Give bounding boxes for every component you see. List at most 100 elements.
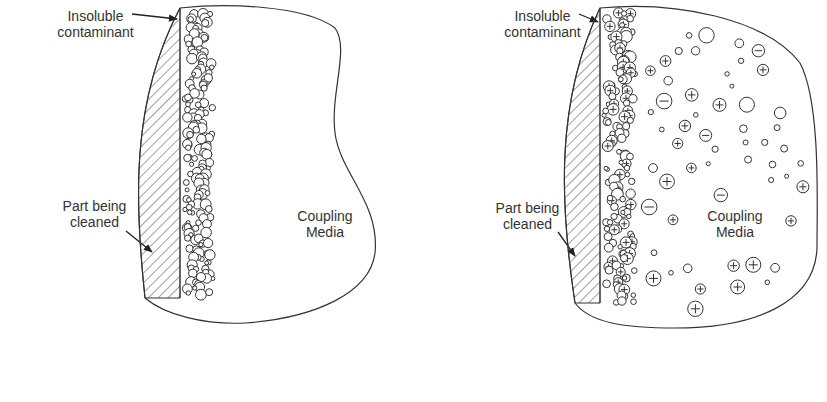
contaminant-particle	[185, 94, 192, 101]
charge-sign	[691, 165, 692, 171]
contaminant-particle	[685, 89, 698, 102]
contaminant-particle	[668, 215, 678, 225]
contaminant-particle	[646, 66, 656, 76]
contaminant-particle	[183, 180, 189, 186]
contaminant-particle	[626, 189, 635, 198]
contaminant-particle	[197, 134, 206, 143]
contaminant-particle	[205, 206, 212, 213]
contaminant-particle	[188, 17, 194, 23]
part-surface	[600, 8, 601, 303]
contaminant-particle	[604, 226, 609, 231]
contaminant-particle	[609, 93, 616, 100]
contaminant-particle	[771, 263, 780, 272]
charge-sign	[695, 304, 696, 313]
contaminant-particle	[624, 165, 630, 171]
contaminant-particle	[798, 161, 804, 167]
charge-sign	[673, 217, 674, 223]
contaminant-particle	[774, 125, 780, 131]
contaminant-particle	[688, 301, 703, 316]
contaminant-particle	[607, 220, 612, 225]
contaminant-particle	[605, 21, 615, 31]
contaminant-particle	[656, 93, 672, 109]
contaminant-particle	[202, 149, 212, 159]
contaminant-particle	[184, 154, 191, 161]
contaminant-particle	[769, 161, 776, 168]
contaminant-particle	[185, 235, 191, 241]
contaminant-particle	[745, 156, 752, 163]
charge-sign	[684, 123, 685, 130]
leader-arrow	[132, 14, 177, 19]
media-outline-path	[564, 6, 817, 328]
contaminant-particle	[205, 250, 215, 260]
charge-sign	[650, 68, 651, 74]
contaminant-label: Insoluble contaminant	[495, 8, 590, 40]
contaminant-particle	[781, 145, 788, 152]
contaminant-particle	[664, 76, 673, 85]
contaminant-particle	[731, 280, 745, 294]
contaminant-particle	[641, 199, 657, 215]
charge-sign	[613, 106, 614, 113]
charge-sign	[607, 143, 608, 150]
charge-sign	[753, 260, 754, 269]
contaminant-particle	[187, 53, 198, 64]
contaminant-particle	[187, 131, 194, 138]
contaminant-particle	[725, 72, 729, 76]
contaminant-particle	[605, 120, 611, 126]
charge-sign	[737, 283, 738, 291]
contaminant-particle	[712, 146, 718, 152]
contaminant-particle	[210, 65, 215, 70]
contaminant-particle	[185, 188, 189, 192]
part-label: Part being cleaned	[485, 200, 570, 232]
contaminant-particle	[622, 274, 630, 282]
contaminant-particle	[669, 271, 674, 276]
contaminant-particle	[618, 245, 622, 249]
contaminant-particle	[186, 204, 192, 210]
contaminant-particle	[202, 20, 209, 27]
coupling-media-region: Coupling Media	[555, 3, 823, 333]
charge-sign	[624, 221, 625, 227]
contaminant-particle	[627, 117, 633, 123]
contaminant-particle	[602, 141, 613, 152]
contaminant-particle	[739, 97, 754, 112]
charge-sign	[624, 113, 625, 120]
contaminant-particle	[602, 113, 606, 117]
contaminant-particle	[603, 118, 611, 126]
contaminant-particle	[205, 261, 209, 265]
part-hatch	[138, 8, 180, 298]
part-surface	[180, 8, 181, 298]
region-label: Coupling Media	[695, 208, 775, 240]
contaminant-particles	[182, 8, 809, 317]
region-label: Coupling Media	[285, 208, 365, 240]
contaminant-particle	[660, 174, 675, 189]
contaminant-particle	[686, 33, 692, 39]
contaminant-particle	[183, 113, 192, 122]
charge-sign	[677, 141, 678, 147]
contaminant-particle	[728, 260, 739, 271]
charge-sign	[691, 91, 692, 99]
contaminant-particle	[192, 72, 196, 76]
contaminant-particle	[611, 213, 617, 219]
contaminant-particle	[186, 145, 191, 150]
contaminant-particle	[187, 210, 192, 215]
charge-sign	[626, 239, 627, 246]
contaminant-particle	[786, 216, 796, 226]
contaminant-particle	[619, 160, 623, 164]
charge-sign	[763, 67, 764, 74]
contaminant-particle	[603, 280, 611, 288]
contaminant-particle	[189, 269, 197, 277]
media-outline	[555, 3, 823, 333]
part-label: Part being cleaned	[52, 198, 137, 230]
contaminant-particle	[797, 181, 809, 193]
contaminant-particle	[620, 255, 627, 262]
contaminant-particle	[687, 163, 697, 173]
contaminant-particle	[603, 108, 609, 114]
charge-sign	[620, 269, 621, 274]
contaminant-particle	[629, 178, 635, 184]
contaminant-label: Insoluble contaminant	[48, 8, 143, 40]
contaminant-particle	[183, 128, 194, 139]
contaminant-particle	[738, 58, 743, 63]
contaminant-particle	[623, 123, 630, 130]
contaminant-particle	[695, 284, 705, 294]
contaminant-particle	[730, 84, 734, 88]
charge-sign	[609, 23, 610, 29]
